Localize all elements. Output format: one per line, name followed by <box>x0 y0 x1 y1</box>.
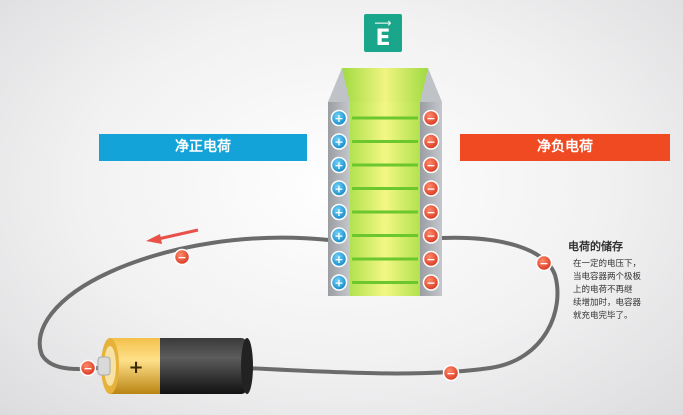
svg-text:+: + <box>334 230 343 243</box>
svg-text:+: + <box>334 112 343 125</box>
negative-charge: − <box>422 274 440 291</box>
svg-text:+: + <box>334 159 343 172</box>
svg-text:+: + <box>334 183 343 196</box>
svg-text:+: + <box>334 206 343 219</box>
electric-field-badge: ⟶ E <box>364 14 402 52</box>
negative-charge-label: 净负电荷 <box>460 134 670 161</box>
svg-text:−: − <box>426 206 435 219</box>
svg-text:−: − <box>426 253 435 266</box>
positive-charge: + <box>330 133 348 150</box>
right-plate <box>420 102 442 296</box>
current-direction-arrow <box>146 228 199 244</box>
info-text: 在一定的电压下， 当电容器两个极板 上的电荷不再继 续增加时，电容器 就充电完毕… <box>573 258 673 323</box>
positive-plate-charges: + + + + + + + + <box>330 109 348 291</box>
svg-text:+: + <box>334 277 343 290</box>
positive-charge: + <box>330 274 348 291</box>
svg-text:−: − <box>426 183 435 196</box>
svg-text:−: − <box>426 112 435 125</box>
left-plate <box>328 102 350 296</box>
positive-charge: + <box>330 180 348 197</box>
wire <box>37 235 331 371</box>
positive-charge-label: 净正电荷 <box>99 134 307 161</box>
negative-charge: − <box>422 156 440 174</box>
svg-text:+: + <box>334 136 343 149</box>
negative-charge: − <box>422 180 440 197</box>
battery: + <box>97 338 253 394</box>
wire-electron: − <box>79 359 97 377</box>
svg-text:−: − <box>83 362 92 375</box>
info-line: 上的电荷不再继 <box>573 285 633 295</box>
negative-charge: − <box>422 227 440 244</box>
info-line: 就充电完毕了。 <box>573 311 633 321</box>
electric-field-lines <box>352 116 418 284</box>
info-line: 在一定的电压下， <box>573 259 642 269</box>
svg-text:−: − <box>446 367 455 380</box>
positive-charge: + <box>330 203 348 221</box>
positive-charge: + <box>330 227 348 244</box>
negative-charge: − <box>422 250 440 268</box>
info-line: 当电容器两个极板 <box>573 272 642 282</box>
wire-electron: − <box>535 254 553 272</box>
negative-plate-charges: − − − − − − − − <box>422 109 440 291</box>
positive-charge: + <box>330 109 348 127</box>
wire-electrons: − − − − <box>79 248 553 382</box>
svg-text:−: − <box>426 230 435 243</box>
negative-charge: − <box>422 203 440 221</box>
battery-plus-sign: + <box>128 357 143 378</box>
svg-text:−: − <box>426 277 435 290</box>
positive-charge: + <box>330 156 348 174</box>
info-line: 续增加时，电容器 <box>573 298 642 308</box>
wire-electron: − <box>173 248 191 266</box>
negative-charge: − <box>422 133 440 150</box>
field-label: E <box>375 26 391 51</box>
arrow-right-icon: ⟶ <box>374 16 392 30</box>
capacitor: + + + + + + + + − − − − − − − − <box>328 68 442 296</box>
svg-text:−: − <box>426 136 435 149</box>
svg-text:−: − <box>539 257 548 270</box>
svg-text:−: − <box>426 159 435 172</box>
wire <box>243 235 560 376</box>
info-title: 电荷的储存 <box>568 240 623 253</box>
negative-charge: − <box>422 109 440 127</box>
svg-text:−: − <box>177 251 186 264</box>
positive-charge: + <box>330 250 348 268</box>
svg-text:+: + <box>334 253 343 266</box>
wire-electron: − <box>442 364 460 382</box>
electric-field-region <box>342 68 428 296</box>
